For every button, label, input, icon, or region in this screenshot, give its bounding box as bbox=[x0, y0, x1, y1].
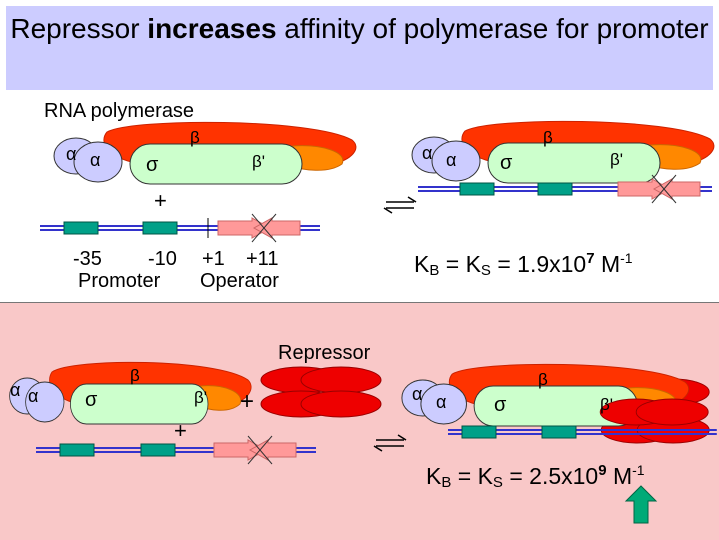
promoter-box-minus35 bbox=[63, 221, 99, 235]
beta-prime-label: β' bbox=[600, 395, 614, 414]
position-minus35: -35 bbox=[73, 248, 102, 270]
equilibrium-arrows-bottom bbox=[373, 434, 407, 452]
plus-sign: + bbox=[240, 388, 255, 415]
promoter-dna-top-right bbox=[416, 174, 714, 204]
affinity-equation-bottom: KB = KS = 2.5x109 M-1 bbox=[426, 462, 645, 491]
sigma-label: σ bbox=[85, 389, 98, 411]
alpha-label: α bbox=[28, 386, 39, 406]
beta-label: β bbox=[130, 366, 140, 385]
plus-sign: + bbox=[174, 418, 187, 443]
alpha-label: α bbox=[10, 380, 21, 400]
promoter-dna-bottom-right bbox=[447, 425, 718, 439]
position-minus10: -10 bbox=[148, 248, 177, 270]
repressor-free bbox=[260, 366, 382, 418]
promoter-label: Promoter bbox=[78, 270, 161, 292]
beta-label: β bbox=[190, 128, 200, 147]
position-plus11: +11 bbox=[246, 248, 279, 270]
title-banner bbox=[6, 6, 713, 90]
sigma-label: σ bbox=[494, 394, 507, 416]
plus-sign: + bbox=[154, 188, 167, 213]
operator-label: Operator bbox=[200, 270, 279, 292]
slide-title: Repressor increases affinity of polymera… bbox=[10, 13, 709, 44]
equilibrium-arrows-top bbox=[383, 196, 417, 214]
alpha-label: α bbox=[436, 392, 447, 412]
alpha-label: α bbox=[66, 144, 77, 164]
beta-prime-label: β' bbox=[252, 152, 266, 171]
sigma-label: σ bbox=[146, 154, 159, 176]
operator-arrow-left bbox=[252, 217, 301, 239]
alpha-label: α bbox=[422, 143, 433, 163]
position-plus1: +1 bbox=[202, 248, 225, 270]
beta-label: β bbox=[543, 128, 553, 147]
promoter-box-minus10 bbox=[142, 221, 178, 235]
promoter-dna-top-left bbox=[39, 213, 321, 243]
beta-prime-label: β' bbox=[610, 150, 624, 169]
repressor-label: Repressor bbox=[278, 342, 371, 364]
affinity-equation-top: KB = KS = 1.9x107 M-1 bbox=[414, 250, 633, 279]
alpha-label: α bbox=[90, 150, 101, 170]
alpha-label: α bbox=[412, 384, 423, 404]
sigma-label: σ bbox=[500, 152, 513, 174]
increase-arrow bbox=[624, 485, 658, 524]
beta-prime-label: β' bbox=[194, 388, 208, 407]
operator-arrow-right bbox=[217, 217, 272, 239]
rna-polymerase-label: RNA polymerase bbox=[44, 100, 195, 122]
alpha-label: α bbox=[446, 150, 457, 170]
promoter-dna-bottom-left bbox=[35, 435, 317, 465]
closed-complex-top-right bbox=[411, 120, 715, 184]
beta-label: β bbox=[538, 370, 548, 389]
